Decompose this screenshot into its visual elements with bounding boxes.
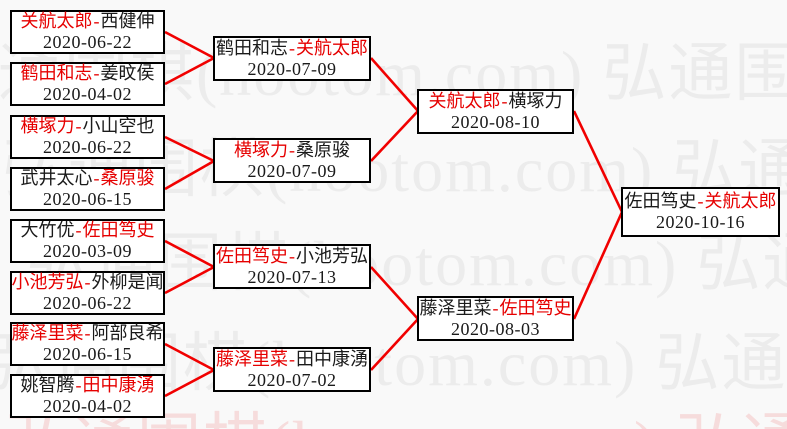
player-name: 武井太心 (20, 168, 93, 188)
match-box-r1-8: 姚智腾-田中康湧 2020-04-02 (10, 374, 165, 418)
match-box-r2-3: 佐田笃史-小池芳弘 2020-07-13 (213, 244, 371, 289)
dash-separator: - (492, 297, 499, 318)
match-box-r3-2: 藤泽里菜-佐田笃史 2020-08-03 (417, 296, 574, 341)
player-name: 桑原骏 (296, 139, 350, 160)
player-name: 西健伸 (100, 11, 155, 31)
connector-line (572, 211, 624, 320)
dash-separator: - (501, 90, 508, 111)
connector-line (164, 135, 215, 163)
match-box-r1-7: 藤泽里菜-阿部良希 2020-06-15 (10, 322, 165, 366)
player-name: 小池芳弘 (296, 245, 368, 266)
dash-separator: - (93, 63, 100, 83)
player-name: 横塚力 (234, 139, 288, 160)
player-name: 关航太郎 (20, 11, 93, 31)
dash-separator: - (84, 323, 91, 343)
player-name: 姚智腾 (20, 375, 75, 395)
player-name: 横塚力 (20, 116, 75, 136)
player-name: 关航太郎 (296, 37, 368, 58)
dash-separator: - (289, 139, 295, 160)
match-date: 2020-06-15 (43, 344, 132, 364)
dash-separator: - (289, 348, 295, 369)
dash-separator: - (289, 245, 295, 266)
connector-line (164, 239, 215, 269)
connector-line (164, 56, 215, 86)
dash-separator: - (93, 11, 100, 31)
player-name: 小山空也 (82, 116, 155, 136)
dash-separator: - (289, 37, 295, 58)
player-name: 小池芳弘 (11, 272, 84, 292)
connector-line (370, 318, 419, 371)
match-box-r2-4: 藤泽里菜-田中康湧 2020-07-02 (213, 347, 371, 392)
player-name: 佐田笃史 (499, 297, 572, 318)
player-name: 藤泽里菜 (216, 348, 288, 369)
match-date: 2020-03-09 (43, 241, 132, 261)
match-date: 2020-07-09 (247, 160, 337, 181)
player-name: 鹤田和志 (20, 63, 93, 83)
match-date: 2020-06-15 (43, 189, 132, 209)
match-date: 2020-06-22 (43, 293, 132, 313)
player-name: 田中康湧 (82, 375, 155, 395)
match-box-r2-2: 横塚力-桑原骏 2020-07-09 (213, 138, 371, 183)
match-box-r1-3: 横塚力-小山空也 2020-06-22 (10, 115, 165, 159)
match-box-r1-5: 大竹优-佐田笃史 2020-03-09 (10, 219, 165, 263)
player-name: 佐田笃史 (216, 245, 288, 266)
dash-separator: - (697, 191, 704, 211)
dash-separator: - (75, 375, 82, 395)
connector-line (164, 368, 215, 398)
match-box-final: 佐田笃史-关航太郎 2020-10-16 (621, 187, 780, 237)
player-name: 横塚力 (508, 90, 563, 111)
connector-line (164, 265, 215, 295)
connector-line (164, 342, 215, 372)
match-date: 2020-07-09 (247, 58, 337, 79)
connector-line (164, 30, 215, 60)
match-date: 2020-08-03 (451, 318, 540, 339)
player-name: 桑原骏 (100, 168, 155, 188)
player-name: 关航太郎 (704, 191, 777, 211)
player-name: 阿部良希 (91, 323, 164, 343)
player-name: 关航太郎 (428, 90, 501, 111)
match-box-r1-1: 关航太郎-西健伸 2020-06-22 (10, 10, 165, 54)
match-box-r3-1: 关航太郎-横塚力 2020-08-10 (417, 89, 574, 134)
player-name: 藤泽里菜 (419, 297, 492, 318)
connector-line (164, 159, 215, 191)
player-name: 佐田笃史 (82, 220, 155, 240)
match-box-r1-6: 小池芳弘-外柳是闻 2020-06-22 (10, 271, 165, 315)
player-name: 姜旼侯 (100, 63, 155, 83)
connector-line (370, 57, 419, 112)
player-name: 大竹优 (20, 220, 75, 240)
player-name: 鹤田和志 (216, 37, 288, 58)
match-date: 2020-06-22 (43, 32, 132, 52)
match-box-r2-1: 鹤田和志-关航太郎 2020-07-09 (213, 36, 371, 81)
player-name: 佐田笃史 (624, 191, 697, 211)
match-date: 2020-04-02 (43, 396, 132, 416)
connector-line (370, 266, 419, 320)
dash-separator: - (84, 272, 91, 292)
match-date: 2020-10-16 (656, 212, 745, 232)
dash-separator: - (75, 220, 82, 240)
match-date: 2020-08-10 (451, 111, 540, 132)
match-date: 2020-04-02 (43, 84, 132, 104)
connector-line (370, 110, 419, 162)
player-name: 外柳是闻 (91, 272, 164, 292)
match-box-r1-4: 武井太心-桑原骏 2020-06-15 (10, 167, 165, 211)
match-box-r1-2: 鹤田和志-姜旼侯 2020-04-02 (10, 62, 165, 106)
dash-separator: - (75, 116, 82, 136)
match-date: 2020-07-02 (247, 369, 337, 390)
player-name: 田中康湧 (296, 348, 368, 369)
match-date: 2020-06-22 (43, 137, 132, 157)
connector-line (572, 110, 624, 213)
player-name: 藤泽里菜 (11, 323, 84, 343)
dash-separator: - (93, 168, 100, 188)
match-date: 2020-07-13 (247, 266, 337, 287)
